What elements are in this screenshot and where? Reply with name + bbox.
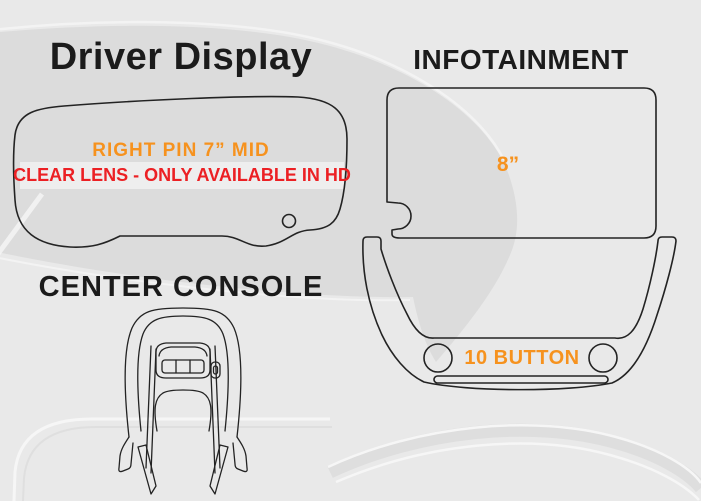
driver-display-pin-hole [281,213,297,229]
center-console-outline [118,307,248,495]
infotainment-screen-outline [386,87,657,239]
infotainment-title: INFOTAINMENT [413,44,629,75]
driver-display-spec-label: RIGHT PIN 7” MID [92,140,270,161]
bezel-slot-cutout [433,375,609,384]
driver-display-outline [12,95,348,248]
bezel-right-knob-hole [588,343,618,373]
driver-display-title: Driver Display [49,36,313,78]
console-side-button [210,361,221,379]
center-console-title: CENTER CONSOLE [38,271,324,303]
infotainment-button-count-label: 10 BUTTON [464,347,580,369]
bezel-left-knob-hole [423,343,453,373]
console-button-row [161,359,205,374]
infotainment-size-label: 8” [496,153,520,176]
driver-display-availability-label: CLEAR LENS - ONLY AVAILABLE IN HD [13,165,351,185]
infotainment-bezel-outline [362,236,677,391]
